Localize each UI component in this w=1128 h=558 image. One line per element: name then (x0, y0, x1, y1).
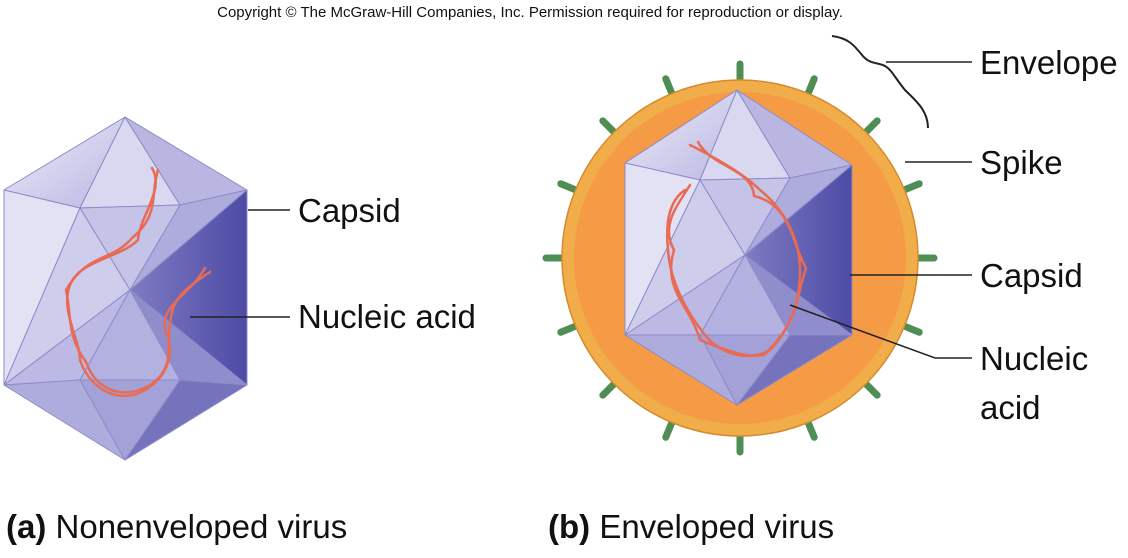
caption-a-letter: (a) (6, 508, 47, 545)
nucleic-acid-a-label: Nucleic acid (298, 298, 476, 335)
caption-b-text: Enveloped virus (599, 508, 835, 545)
nucleic-acid-b-label-line2: acid (980, 389, 1041, 426)
caption-enveloped: (b) Enveloped virus (548, 508, 834, 546)
envelope-brace (831, 35, 929, 129)
capsid-b-label: Capsid (980, 257, 1083, 294)
capsid-a (3, 116, 248, 461)
enveloped-virus-panel: Envelope Spike Capsid Nucleic acid (542, 35, 1118, 456)
capsid-a-label: Capsid (298, 192, 401, 229)
caption-a-text: Nonenveloped virus (55, 508, 348, 545)
nucleic-acid-b-leader (789, 304, 972, 359)
nucleic-acid-b-label-line1: Nucleic (980, 340, 1088, 377)
spike-label: Spike (980, 144, 1063, 181)
envelope-label: Envelope (980, 44, 1118, 81)
nucleic-acid-b (665, 140, 808, 358)
caption-b-letter: (b) (548, 508, 591, 545)
copyright-notice: Copyright © The McGraw-Hill Companies, I… (217, 4, 843, 21)
caption-nonenveloped: (a) Nonenveloped virus (6, 508, 347, 546)
nucleic-acid-a (64, 166, 212, 398)
nonenveloped-virus-panel: Capsid Nucleic acid (3, 116, 476, 461)
